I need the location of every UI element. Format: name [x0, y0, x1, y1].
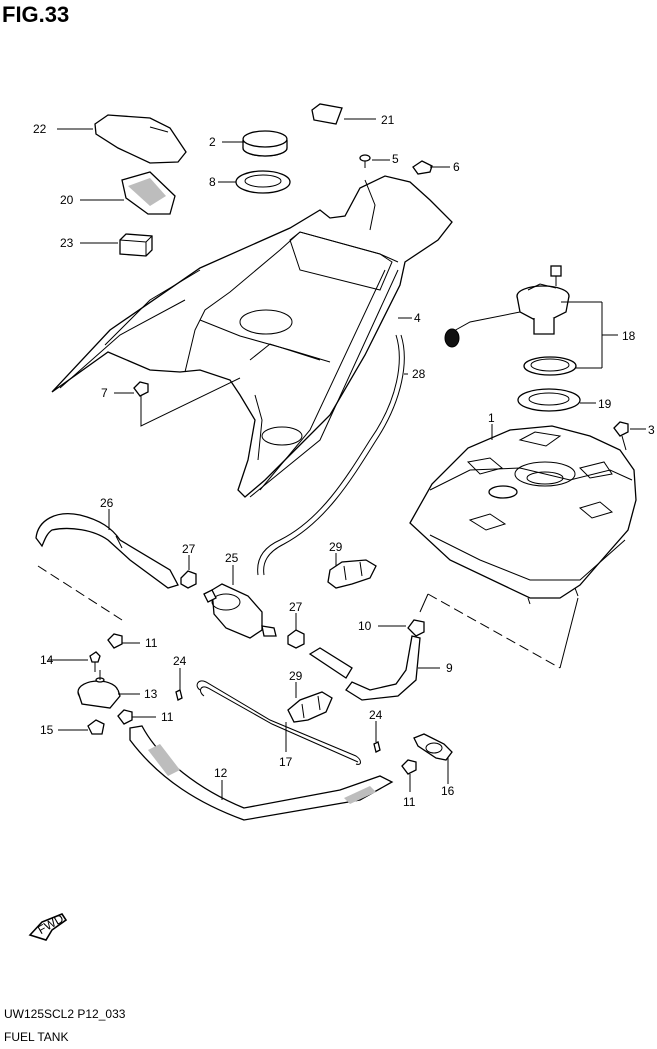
part-18-fuel-pump [444, 265, 577, 376]
callout-11a: 11 [145, 636, 158, 650]
part-29-bracket-b [287, 691, 333, 723]
callout-20: 20 [60, 193, 74, 207]
callout-22: 22 [33, 122, 47, 136]
part-28-hose [257, 334, 405, 576]
part-15-nut [87, 719, 105, 735]
callout-9: 9 [446, 661, 453, 675]
part-19-ring-nut [517, 388, 581, 412]
callout-16: 16 [441, 784, 455, 798]
callout-29: 29 [329, 540, 343, 554]
callout-19: 19 [598, 397, 612, 411]
part-11-clamp-a [107, 633, 123, 649]
callout-24a: 24 [173, 654, 187, 668]
callout-11b: 11 [161, 710, 174, 724]
part-2-cap [242, 130, 288, 157]
part-16-gasket [413, 733, 453, 761]
part-14-bolt [89, 651, 101, 672]
callout-7: 7 [101, 386, 108, 400]
fwd-arrow: FWD [28, 911, 68, 941]
part-13-valve [77, 670, 121, 709]
part-27-clamp-b [287, 629, 305, 649]
part-17-hose [196, 680, 361, 765]
callout-23: 23 [60, 236, 74, 250]
callout-6: 6 [453, 160, 460, 174]
callout-21: 21 [381, 113, 395, 127]
figure-code: UW125SCL2 P12_033 [4, 1007, 126, 1021]
part-29-bracket-a [327, 559, 377, 589]
callout-labels: 22 20 23 2 8 21 5 6 4 7 28 18 19 3 1 26 … [33, 113, 655, 809]
part-25-fuel-filter [203, 583, 277, 639]
part-8-ring [235, 170, 291, 194]
callout-12: 12 [214, 766, 228, 780]
part-6-clip [412, 160, 433, 175]
callout-11c: 11 [403, 795, 416, 809]
callout-27b: 27 [289, 600, 303, 614]
callout-17: 17 [279, 755, 293, 769]
part-9-hose [308, 635, 421, 701]
part-20-bag [121, 171, 176, 215]
part-11-clamp-b [117, 709, 133, 725]
callout-1: 1 [488, 411, 495, 425]
part-26-hose [35, 513, 179, 589]
part-12-hose [129, 725, 394, 821]
callout-5: 5 [392, 152, 399, 166]
callout-27: 27 [182, 542, 196, 556]
part-22-pad [94, 114, 187, 164]
figure-title: FIG.33 [2, 2, 70, 27]
callout-15: 15 [40, 723, 54, 737]
callout-10: 10 [358, 619, 372, 633]
callout-13: 13 [144, 687, 158, 701]
part-11-clamp-c [401, 759, 417, 775]
callout-29b: 29 [289, 669, 303, 683]
part-7-clip [133, 381, 149, 402]
part-5-screw [359, 154, 371, 168]
part-10-clamp [407, 619, 425, 637]
part-24-clip-a [175, 689, 183, 701]
part-24-clip-b [373, 741, 381, 753]
leader-lines [37, 118, 646, 800]
part-4-cover [51, 175, 453, 498]
part-1-fuel-tank [409, 425, 637, 605]
callout-2: 2 [209, 135, 216, 149]
figure-name: FUEL TANK [4, 1030, 69, 1044]
callout-24b: 24 [369, 708, 383, 722]
part-23-block [119, 233, 153, 257]
part-27-clamp-a [180, 570, 197, 589]
callout-28: 28 [412, 367, 426, 381]
part-21-label [311, 103, 343, 125]
callout-25: 25 [225, 551, 239, 565]
callout-4: 4 [414, 311, 421, 325]
callout-8: 8 [209, 175, 216, 189]
callout-3: 3 [648, 423, 655, 437]
callout-14: 14 [40, 653, 54, 667]
callout-18: 18 [622, 329, 636, 343]
part-3-bolt [613, 421, 629, 451]
callout-26: 26 [100, 496, 114, 510]
